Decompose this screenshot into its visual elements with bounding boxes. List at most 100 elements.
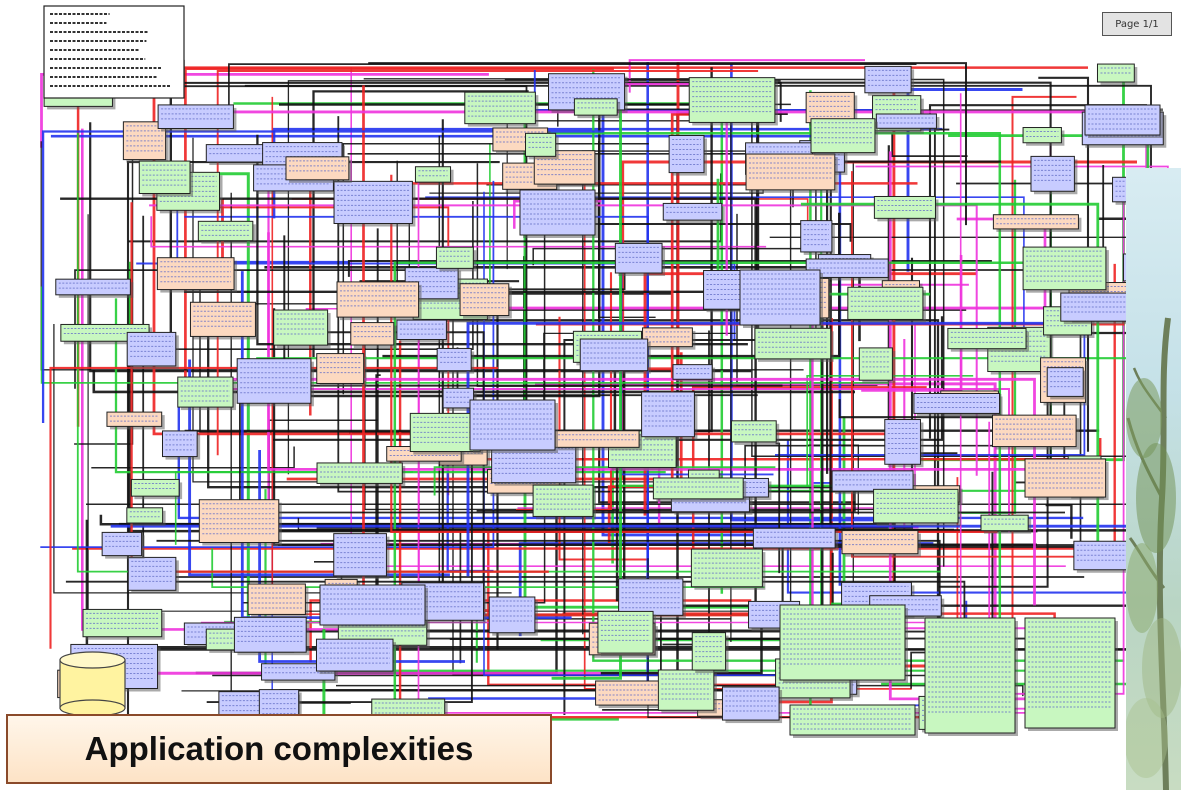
connector-line (74, 269, 434, 389)
component-box (947, 327, 1027, 350)
component-box (189, 301, 256, 337)
component-box (652, 477, 744, 500)
component-box (469, 399, 556, 451)
page-tag-label: Page 1/1 (1115, 18, 1159, 30)
component-box (810, 118, 876, 154)
component-box (672, 364, 713, 380)
database-top (59, 651, 126, 669)
component-box (414, 166, 452, 183)
component-box (579, 338, 649, 372)
connector-line (347, 260, 992, 277)
component-box (126, 331, 177, 367)
component-box (805, 91, 855, 124)
component-box (873, 195, 936, 219)
component-box (316, 353, 365, 384)
component-box (138, 160, 191, 194)
component-box (992, 214, 1079, 230)
component-box (800, 220, 833, 253)
component-box (554, 430, 640, 448)
component-box (847, 286, 924, 320)
component-box (273, 309, 329, 346)
component-box (831, 470, 914, 492)
connector-line (60, 197, 757, 605)
component-box (236, 358, 312, 404)
connector-line (891, 133, 968, 157)
component-box (789, 704, 916, 736)
component-box (488, 596, 536, 634)
component-box (106, 411, 163, 427)
component-box (1030, 155, 1075, 192)
component-box (1024, 458, 1107, 498)
component-box (618, 578, 684, 616)
component-box (285, 156, 350, 181)
component-box (519, 189, 596, 236)
connector-line (40, 286, 889, 384)
component-box (350, 322, 395, 346)
connector-line (114, 298, 666, 474)
connector-line (938, 320, 1049, 588)
component-box (336, 281, 420, 318)
connector-line (188, 377, 1036, 606)
component-box (198, 499, 280, 544)
connector-line (1045, 503, 1073, 539)
connector-line (40, 73, 489, 148)
component-box (841, 530, 919, 555)
component-box (779, 604, 906, 681)
component-box (435, 246, 474, 269)
component-box (464, 91, 536, 125)
component-box (754, 327, 832, 360)
connector-line (563, 339, 828, 715)
component-box (614, 242, 663, 274)
component-box (597, 610, 654, 654)
connector-line (41, 130, 604, 423)
component-box (688, 77, 776, 123)
connector-line (267, 232, 1036, 471)
component-box (319, 584, 426, 626)
connector-line (170, 81, 782, 122)
connector-line (316, 257, 914, 529)
connector-line (466, 321, 1050, 577)
component-box (657, 669, 715, 711)
connector-line (228, 63, 917, 108)
component-box (873, 488, 959, 524)
connector-line (838, 399, 1059, 419)
connector-line (628, 59, 865, 93)
component-box (1022, 127, 1062, 144)
component-box (884, 419, 921, 465)
connector-line (595, 223, 852, 242)
component-box (805, 258, 889, 278)
connector-line (600, 621, 763, 675)
legend-box (43, 5, 185, 99)
connector-line (89, 122, 752, 373)
connector-line (368, 62, 967, 226)
connector-line (275, 331, 485, 614)
component-box (525, 132, 557, 157)
page-tag: Page 1/1 (1102, 12, 1172, 36)
component-box (924, 617, 1016, 734)
component-box (532, 484, 594, 517)
component-box (858, 347, 893, 381)
caption-text: Application complexities (84, 730, 474, 767)
component-box (752, 527, 836, 549)
connector-line (413, 319, 940, 644)
connector-line (494, 132, 1002, 682)
component-box (197, 220, 254, 242)
component-box (1024, 617, 1116, 729)
component-box (721, 686, 780, 721)
component-box (641, 391, 695, 438)
component-box (1046, 367, 1084, 397)
tree-illustration (1126, 317, 1181, 790)
connector-line (103, 85, 528, 453)
tree-photo (1126, 168, 1181, 790)
component-box (157, 104, 234, 129)
component-box (127, 556, 177, 591)
connector-line (309, 599, 752, 663)
connector-line (425, 196, 1025, 355)
component-box (991, 414, 1077, 448)
connector-line (928, 104, 1147, 439)
connector-line (184, 67, 713, 433)
connector-line (375, 374, 381, 589)
component-box (333, 180, 413, 225)
